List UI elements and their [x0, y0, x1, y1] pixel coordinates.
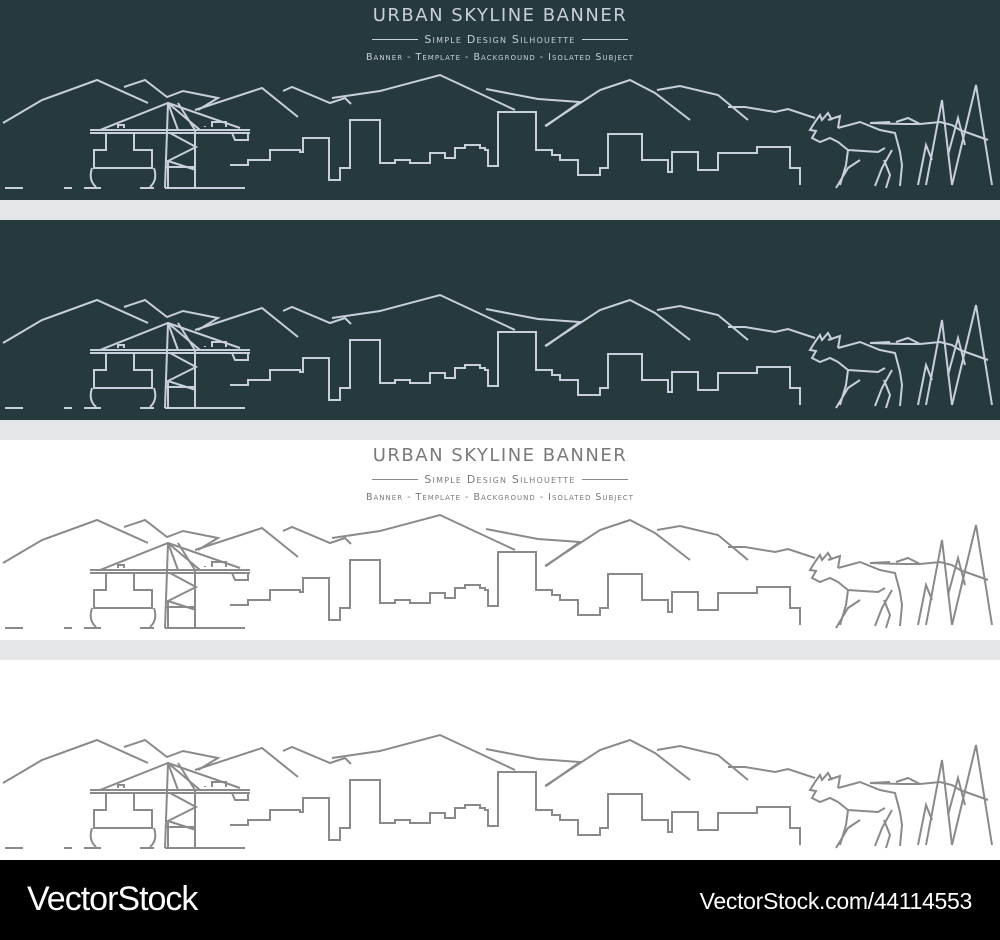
divider	[581, 39, 628, 40]
divider	[372, 39, 419, 40]
image-reference: VectorStock.com/44114553	[699, 888, 973, 914]
banner-tags: Banner - Template - Background - Isolate…	[366, 52, 634, 63]
brand-logo: VectorStock	[27, 880, 198, 918]
skyline-icon	[2, 514, 993, 629]
watermark-footer: VectorStock VectorStock.com/44114553	[0, 860, 1000, 940]
banner-light-plain	[0, 660, 1000, 860]
banner-light-with-text: URBAN SKYLINE BANNER Simple Design Silho…	[0, 440, 1000, 640]
banner-subtitle-row: Simple Design Silhouette	[0, 33, 1000, 46]
banner-title: URBAN SKYLINE BANNER	[372, 445, 628, 466]
banner-dark-with-text: URBAN SKYLINE BANNER Simple Design Silho…	[0, 0, 1000, 200]
banner-subtitle: Simple Design Silhouette	[424, 473, 576, 486]
banner-dark-plain	[0, 220, 1000, 420]
divider	[581, 479, 628, 480]
banner-subtitle: Simple Design Silhouette	[424, 33, 576, 46]
banner-title: URBAN SKYLINE BANNER	[372, 5, 628, 26]
skyline-icon	[2, 294, 993, 409]
banner-tags: Banner - Template - Background - Isolate…	[366, 492, 634, 503]
skyline-icon	[2, 734, 993, 849]
banner-subtitle-row: Simple Design Silhouette	[0, 473, 1000, 486]
divider	[372, 479, 419, 480]
skyline-icon	[2, 74, 993, 189]
